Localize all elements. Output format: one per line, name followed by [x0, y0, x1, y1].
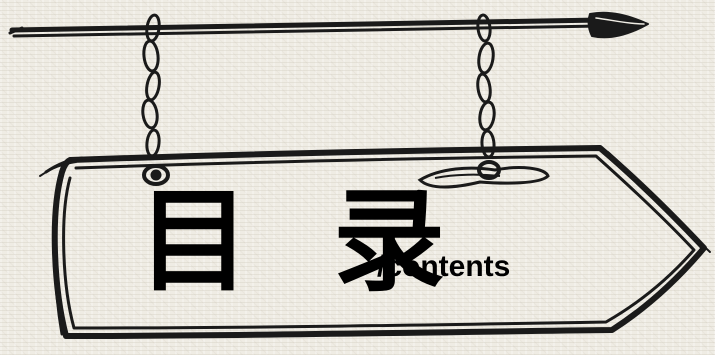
contents-title-english: /contents — [377, 250, 511, 283]
hanging-rod-icon — [8, 11, 649, 39]
arrow-sign-board-icon — [39, 145, 711, 339]
contents-title-chinese: 目 录 — [138, 177, 467, 307]
chain-icon — [417, 13, 550, 189]
